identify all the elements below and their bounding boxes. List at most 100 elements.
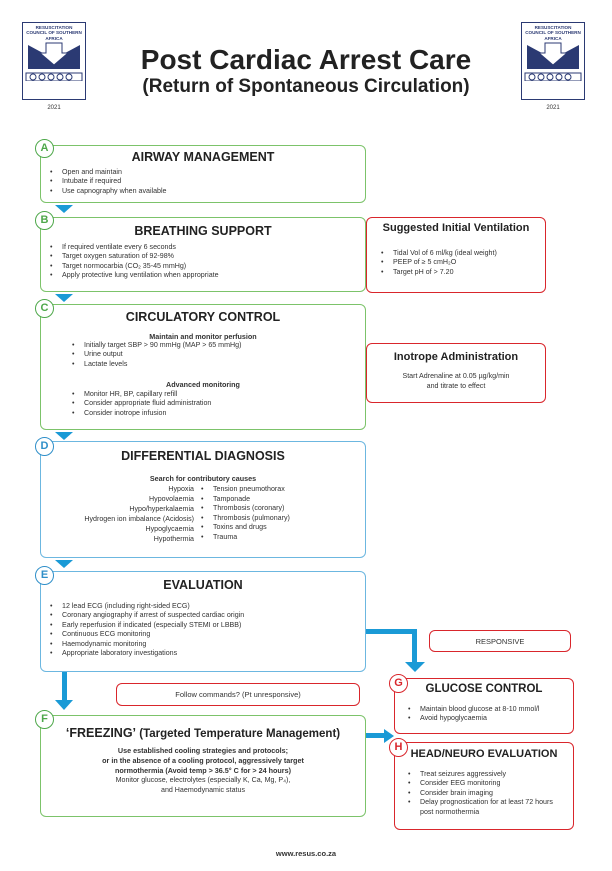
differential-letter: D <box>35 437 54 456</box>
page-subtitle: (Return of Spontaneous Circulation) <box>142 76 470 97</box>
glucose-list: Maintain blood glucose at 8-10 mmol/l Av… <box>408 705 539 724</box>
list-item: Maintain blood glucose at 8-10 mmol/l <box>408 705 539 715</box>
responsive-connector <box>412 629 417 663</box>
ventilation-list: Tidal Vol of 6 ml/kg (ideal weight) PEEP… <box>381 249 497 278</box>
list-item: Intubate if required <box>50 177 167 187</box>
list-item: Thrombosis (pulmonary) <box>201 514 290 524</box>
evaluation-title: EVALUATION <box>163 578 243 592</box>
list-item: Treat seizures aggressively <box>408 770 558 780</box>
arrow-down <box>55 432 73 440</box>
breathing-list: If required ventilate every 6 seconds Ta… <box>50 243 219 281</box>
freezing-title: ‘FREEZING’ (Targeted Temperature Managem… <box>40 726 366 740</box>
arrow-right <box>384 729 394 743</box>
list-item: Consider EEG monitoring <box>408 779 558 789</box>
freezing-line-5: and Haemodynamic status <box>161 786 245 794</box>
logo-left: RESUSCITATION COUNCIL OF SOUTHERN AFRICA… <box>22 22 86 111</box>
monitoring-subheading: Advanced monitoring <box>166 380 240 389</box>
list-item: Avoid hypoglycaemia <box>408 714 539 724</box>
list-item: Initially target SBP > 90 mmHg (MAP > 65… <box>72 341 241 351</box>
inotrope-box <box>366 343 546 403</box>
list-item: Thrombosis (coronary) <box>201 504 290 514</box>
evaluation-list: 12 lead ECG (including right-sided ECG) … <box>50 602 244 659</box>
freezing-bold-line-2: or in the absence of a cooling protocol,… <box>102 756 304 765</box>
airway-list: Open and maintain Intubate if required U… <box>50 168 167 197</box>
list-item: Consider inotrope infusion <box>72 409 211 419</box>
year-left: 2021 <box>47 105 61 111</box>
airway-letter: A <box>35 139 54 158</box>
inotrope-title: Inotrope Administration <box>393 351 519 363</box>
glucose-title: GLUCOSE CONTROL <box>425 683 543 695</box>
list-item: Continuous ECG monitoring <box>50 630 244 640</box>
unresponsive-connector <box>62 672 67 701</box>
differential-title: DIFFERENTIAL DIAGNOSIS <box>121 449 285 463</box>
list-item: Trauma <box>201 533 290 543</box>
perfusion-subheading: Maintain and monitor perfusion <box>149 332 257 341</box>
neuro-list: Treat seizures aggressively Consider EEG… <box>408 770 558 817</box>
org-name-left: RESUSCITATION COUNCIL OF SOUTHERN AFRICA <box>26 25 82 41</box>
list-item: Target pH of > 7.20 <box>381 268 497 278</box>
inotrope-line-2: and titrate to effect <box>426 382 486 390</box>
list-item: Lactate levels <box>72 360 241 370</box>
arrow-down <box>55 205 73 213</box>
follow-commands-box <box>116 683 360 706</box>
list-item: Toxins and drugs <box>201 523 290 533</box>
list-item: Use capnography when available <box>50 187 167 197</box>
breathing-letter: B <box>35 211 54 230</box>
monitoring-list: Monitor HR, BP, capillary refill Conside… <box>72 390 211 419</box>
follow-commands-label: Follow commands? (Pt unresponsive) <box>175 690 301 699</box>
freezing-line-4: Monitor glucose, electrolytes (especiall… <box>115 776 291 784</box>
list-item: Hypo/hyperkalaemia <box>129 505 194 513</box>
list-item: Apply protective lung ventilation when a… <box>50 271 219 281</box>
arrow-down <box>55 560 73 568</box>
freezing-title-main: ‘FREEZING’ <box>65 726 137 740</box>
circulatory-title: CIRCULATORY CONTROL <box>125 310 281 324</box>
list-item: Consider brain imaging <box>408 789 558 799</box>
list-item: Monitor HR, BP, capillary refill <box>72 390 211 400</box>
neuro-letter: H <box>389 738 408 757</box>
list-item: Hypoglycaemia <box>145 525 195 533</box>
year-right: 2021 <box>546 105 560 111</box>
list-item: Delay prognostication for at least 72 ho… <box>408 798 558 817</box>
freezing-title-rest: (Targeted Temperature Management) <box>136 728 341 740</box>
page-title: Post Cardiac Arrest Care <box>140 44 472 75</box>
list-item: Haemodynamic monitoring <box>50 640 244 650</box>
list-item: Hypoxia <box>168 485 194 493</box>
arrow-down <box>55 294 73 302</box>
heart-logo-icon <box>25 42 83 81</box>
list-item: Urine output <box>72 350 241 360</box>
list-item: 12 lead ECG (including right-sided ECG) <box>50 602 244 612</box>
list-item: Consider appropriate fluid administratio… <box>72 399 211 409</box>
neuro-title: HEAD/NEURO EVALUATION <box>410 748 558 760</box>
list-item: Early reperfusion if indicated (especial… <box>50 621 244 631</box>
inotrope-line-1: Start Adrenaline at 0.05 µg/kg/min <box>402 372 510 380</box>
list-item: Target normocarbia (CO₂ 35-45 mmHg) <box>50 262 219 272</box>
causes-subheading: Search for contributory causes <box>149 474 257 483</box>
list-item: Target oxygen saturation of 92-98% <box>50 252 219 262</box>
freezing-bold-line-3: normothermia (Avoid temp > 36.5° C for >… <box>115 766 291 775</box>
list-item: Tamponade <box>201 495 290 505</box>
list-item: Tidal Vol of 6 ml/kg (ideal weight) <box>381 249 497 259</box>
circulatory-letter: C <box>35 299 54 318</box>
responsive-label: RESPONSIVE <box>475 637 525 646</box>
glucose-letter: G <box>389 674 408 693</box>
org-name-right: RESUSCITATION COUNCIL OF SOUTHERN AFRICA <box>525 25 581 41</box>
list-item: If required ventilate every 6 seconds <box>50 243 219 253</box>
breathing-title: BREATHING SUPPORT <box>134 224 272 238</box>
freezing-bold-line-1: Use established cooling strategies and p… <box>117 746 289 755</box>
list-item: Open and maintain <box>50 168 167 178</box>
evaluation-letter: E <box>35 566 54 585</box>
airway-title: AIRWAY MANAGEMENT <box>131 150 275 164</box>
footer-url[interactable]: www.resus.co.za <box>275 849 337 858</box>
list-item: Tension pneumothorax <box>201 485 290 495</box>
logo-right: RESUSCITATION COUNCIL OF SOUTHERN AFRICA… <box>521 22 585 111</box>
responsive-connector <box>366 629 417 634</box>
list-item: Hypothermia <box>153 535 194 543</box>
heart-logo-icon <box>524 42 582 81</box>
causes-right-list: Tension pneumothorax Tamponade Thrombosi… <box>201 485 290 543</box>
list-item: Coronary angiography if arrest of suspec… <box>50 611 244 621</box>
ventilation-title: Suggested Initial Ventilation <box>382 222 530 234</box>
arrow-down <box>405 662 425 672</box>
perfusion-list: Initially target SBP > 90 mmHg (MAP > 65… <box>72 341 241 370</box>
freezing-box <box>40 715 366 817</box>
list-item: PEEP of ≥ 5 cmH₂O <box>381 258 497 268</box>
